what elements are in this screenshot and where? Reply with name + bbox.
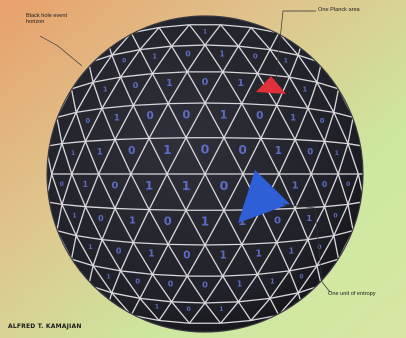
mesh-edge (149, 138, 186, 139)
binary-digit: 0 (187, 306, 191, 313)
binary-digit: 1 (71, 149, 75, 157)
mesh-edge (72, 276, 77, 285)
binary-digit: 0 (238, 143, 246, 157)
binary-digit: 0 (320, 117, 325, 125)
binary-digit: 1 (306, 213, 312, 223)
binary-digit: 0 (111, 180, 118, 191)
leader-line-black-hole (40, 36, 82, 66)
mesh-edge (205, 244, 242, 245)
binary-digit: 1 (292, 180, 299, 191)
binary-digit: 1 (220, 107, 228, 121)
mesh-edge (89, 285, 90, 297)
binary-digit: 1 (255, 249, 262, 260)
binary-digit: 0 (185, 50, 190, 59)
mesh-edge (224, 138, 261, 139)
binary-digit: 0 (274, 215, 281, 226)
binary-digit: 1 (83, 180, 88, 189)
binary-digit: 1 (163, 143, 171, 157)
mesh-edge (338, 72, 348, 83)
mesh-edge (302, 297, 320, 307)
mesh-edge (168, 103, 205, 104)
binary-digit: 0 (98, 213, 104, 223)
black-hole-horizon-label: Black hole event horizon (26, 14, 86, 26)
mesh-edge (89, 297, 107, 307)
binary-digit: 1 (103, 85, 108, 93)
binary-digit: 0 (253, 53, 258, 61)
mesh-edge (72, 63, 77, 72)
binary-digit: 1 (148, 249, 155, 260)
mesh-edge (338, 72, 348, 83)
binary-digit: 0 (133, 80, 139, 90)
mesh-edge (89, 51, 90, 63)
binary-digit: 1 (289, 246, 295, 255)
binary-digit: 0 (147, 110, 154, 122)
binary-digit: 0 (299, 274, 303, 280)
binary-digit: 0 (116, 246, 122, 255)
binary-digit: 0 (60, 182, 64, 188)
binary-digit: 1 (270, 277, 275, 285)
mesh-edge (77, 51, 89, 63)
binary-digit: 0 (256, 110, 263, 122)
mesh-edge (149, 210, 186, 211)
binary-digit: 0 (168, 280, 174, 289)
binary-digit: 0 (135, 277, 140, 285)
binary-digit: 1 (72, 212, 76, 219)
binary-digit: 0 (202, 77, 209, 88)
binary-digit: 1 (284, 58, 288, 64)
mesh-edge (168, 244, 205, 245)
planck-area-label: One Planck area (318, 8, 360, 14)
binary-digit: 1 (237, 78, 243, 89)
binary-digit: 0 (322, 180, 327, 189)
mesh-edge (321, 51, 333, 63)
binary-digit: 0 (346, 182, 350, 188)
binary-digit: 1 (201, 215, 209, 229)
binary-digit: 1 (97, 147, 103, 157)
binary-digit: 1 (335, 149, 339, 157)
mesh-edge (89, 41, 107, 51)
binary-digit: 1 (302, 85, 307, 93)
binary-digit: 1 (155, 305, 159, 311)
binary-digit: 1 (219, 50, 224, 59)
binary-digit: 1 (220, 249, 227, 261)
binary-digit: 1 (145, 178, 153, 192)
mesh-edge (302, 41, 320, 51)
mesh-edge (205, 103, 242, 104)
binary-digit: 0 (183, 249, 190, 261)
binary-digit: 1 (114, 113, 120, 123)
binary-digit: 1 (129, 215, 136, 226)
mesh-edge (77, 285, 89, 297)
mesh-edge (321, 51, 322, 63)
binary-digit: 1 (182, 179, 191, 194)
binary-digit: 0 (86, 117, 91, 125)
entropy-unit-label: One unit of entropy (328, 292, 376, 298)
binary-digit: 1 (106, 274, 110, 280)
binary-digit: 0 (333, 212, 337, 219)
mesh-edge (338, 265, 348, 276)
binary-digit: 1 (166, 78, 172, 89)
binary-digit: 0 (164, 214, 172, 228)
binary-digit: 1 (203, 29, 207, 35)
binary-digit: 1 (88, 244, 92, 251)
binary-digit: 0 (220, 179, 229, 194)
binary-digit: 0 (182, 107, 190, 121)
mesh-edge (321, 51, 333, 63)
mesh-edge (321, 285, 322, 297)
binary-digit: 1 (237, 280, 243, 289)
binary-digit: 1 (152, 53, 157, 61)
binary-digit: 1 (290, 113, 296, 123)
binary-digit: 0 (202, 280, 208, 290)
binary-digit: 0 (201, 143, 210, 158)
artist-credit: ALFRED T. KAMAJIAN (8, 323, 82, 330)
binary-digit: 0 (122, 58, 126, 64)
mesh-edge (338, 265, 348, 276)
binary-digit: 0 (128, 144, 135, 157)
binary-digit: 0 (307, 147, 313, 157)
mesh-edge (333, 276, 338, 285)
binary-digit: 1 (275, 144, 282, 157)
binary-digit: 1 (219, 306, 223, 313)
